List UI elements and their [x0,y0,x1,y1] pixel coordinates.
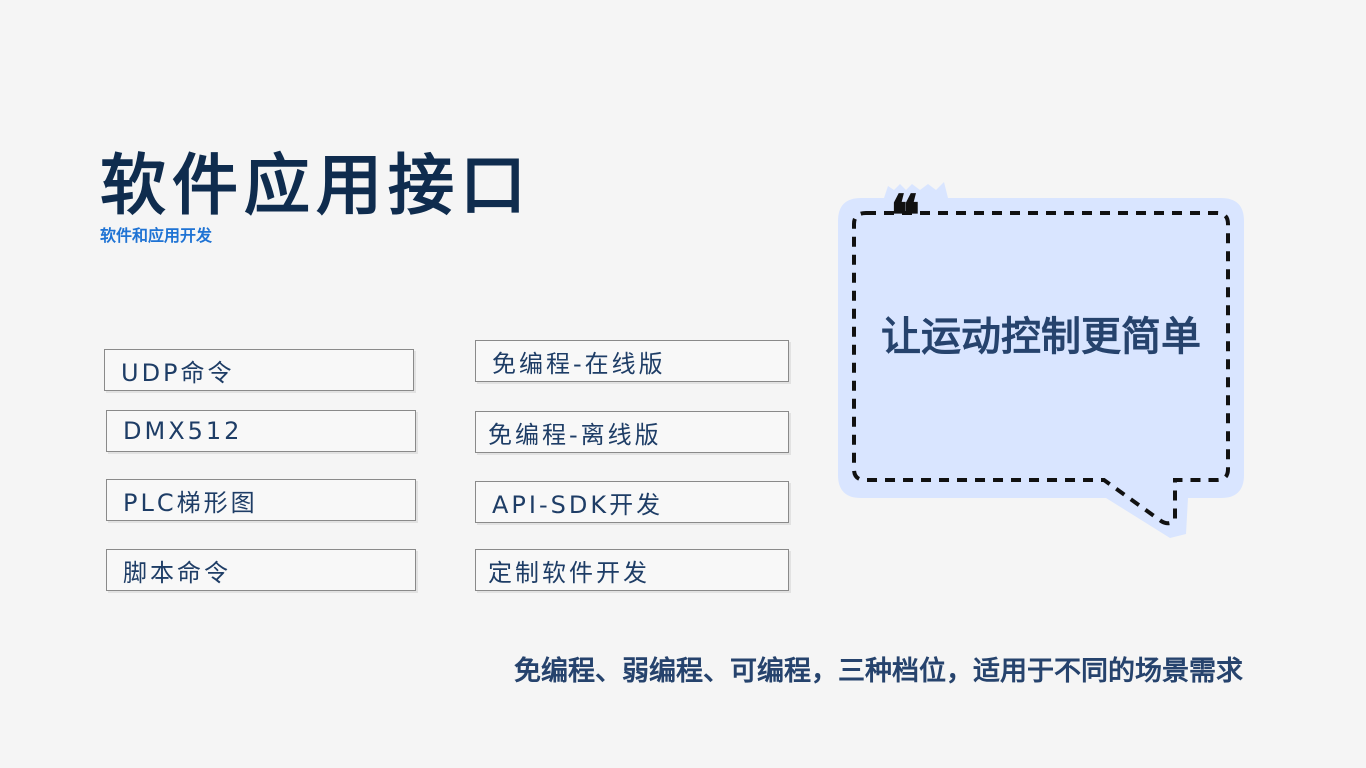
bubble-slogan: 让运动控制更简单 [881,314,1201,360]
interface-item-dmx512[interactable]: DMX512 [106,410,416,452]
speech-bubble: ❝ [838,182,1244,538]
bubble-dashed-border [852,211,1230,526]
footer-description: 免编程、弱编程、可编程，三种档位，适用于不同的场景需求 [514,656,1243,687]
interface-item-udp[interactable]: UDP命令 [104,349,414,391]
interface-item-api-sdk[interactable]: API-SDK开发 [475,481,789,523]
quote-mark-icon: ❝ [890,183,920,249]
interface-item-plc[interactable]: PLC梯形图 [106,479,416,521]
bubble-background [838,182,1244,538]
interface-item-custom[interactable]: 定制软件开发 [475,549,789,591]
interface-item-script[interactable]: 脚本命令 [106,549,416,591]
page-subtitle: 软件和应用开发 [100,226,213,245]
interface-item-online[interactable]: 免编程-在线版 [475,340,789,382]
page-title: 软件应用接口 [100,147,532,224]
interface-item-offline[interactable]: 免编程-离线版 [475,411,789,453]
